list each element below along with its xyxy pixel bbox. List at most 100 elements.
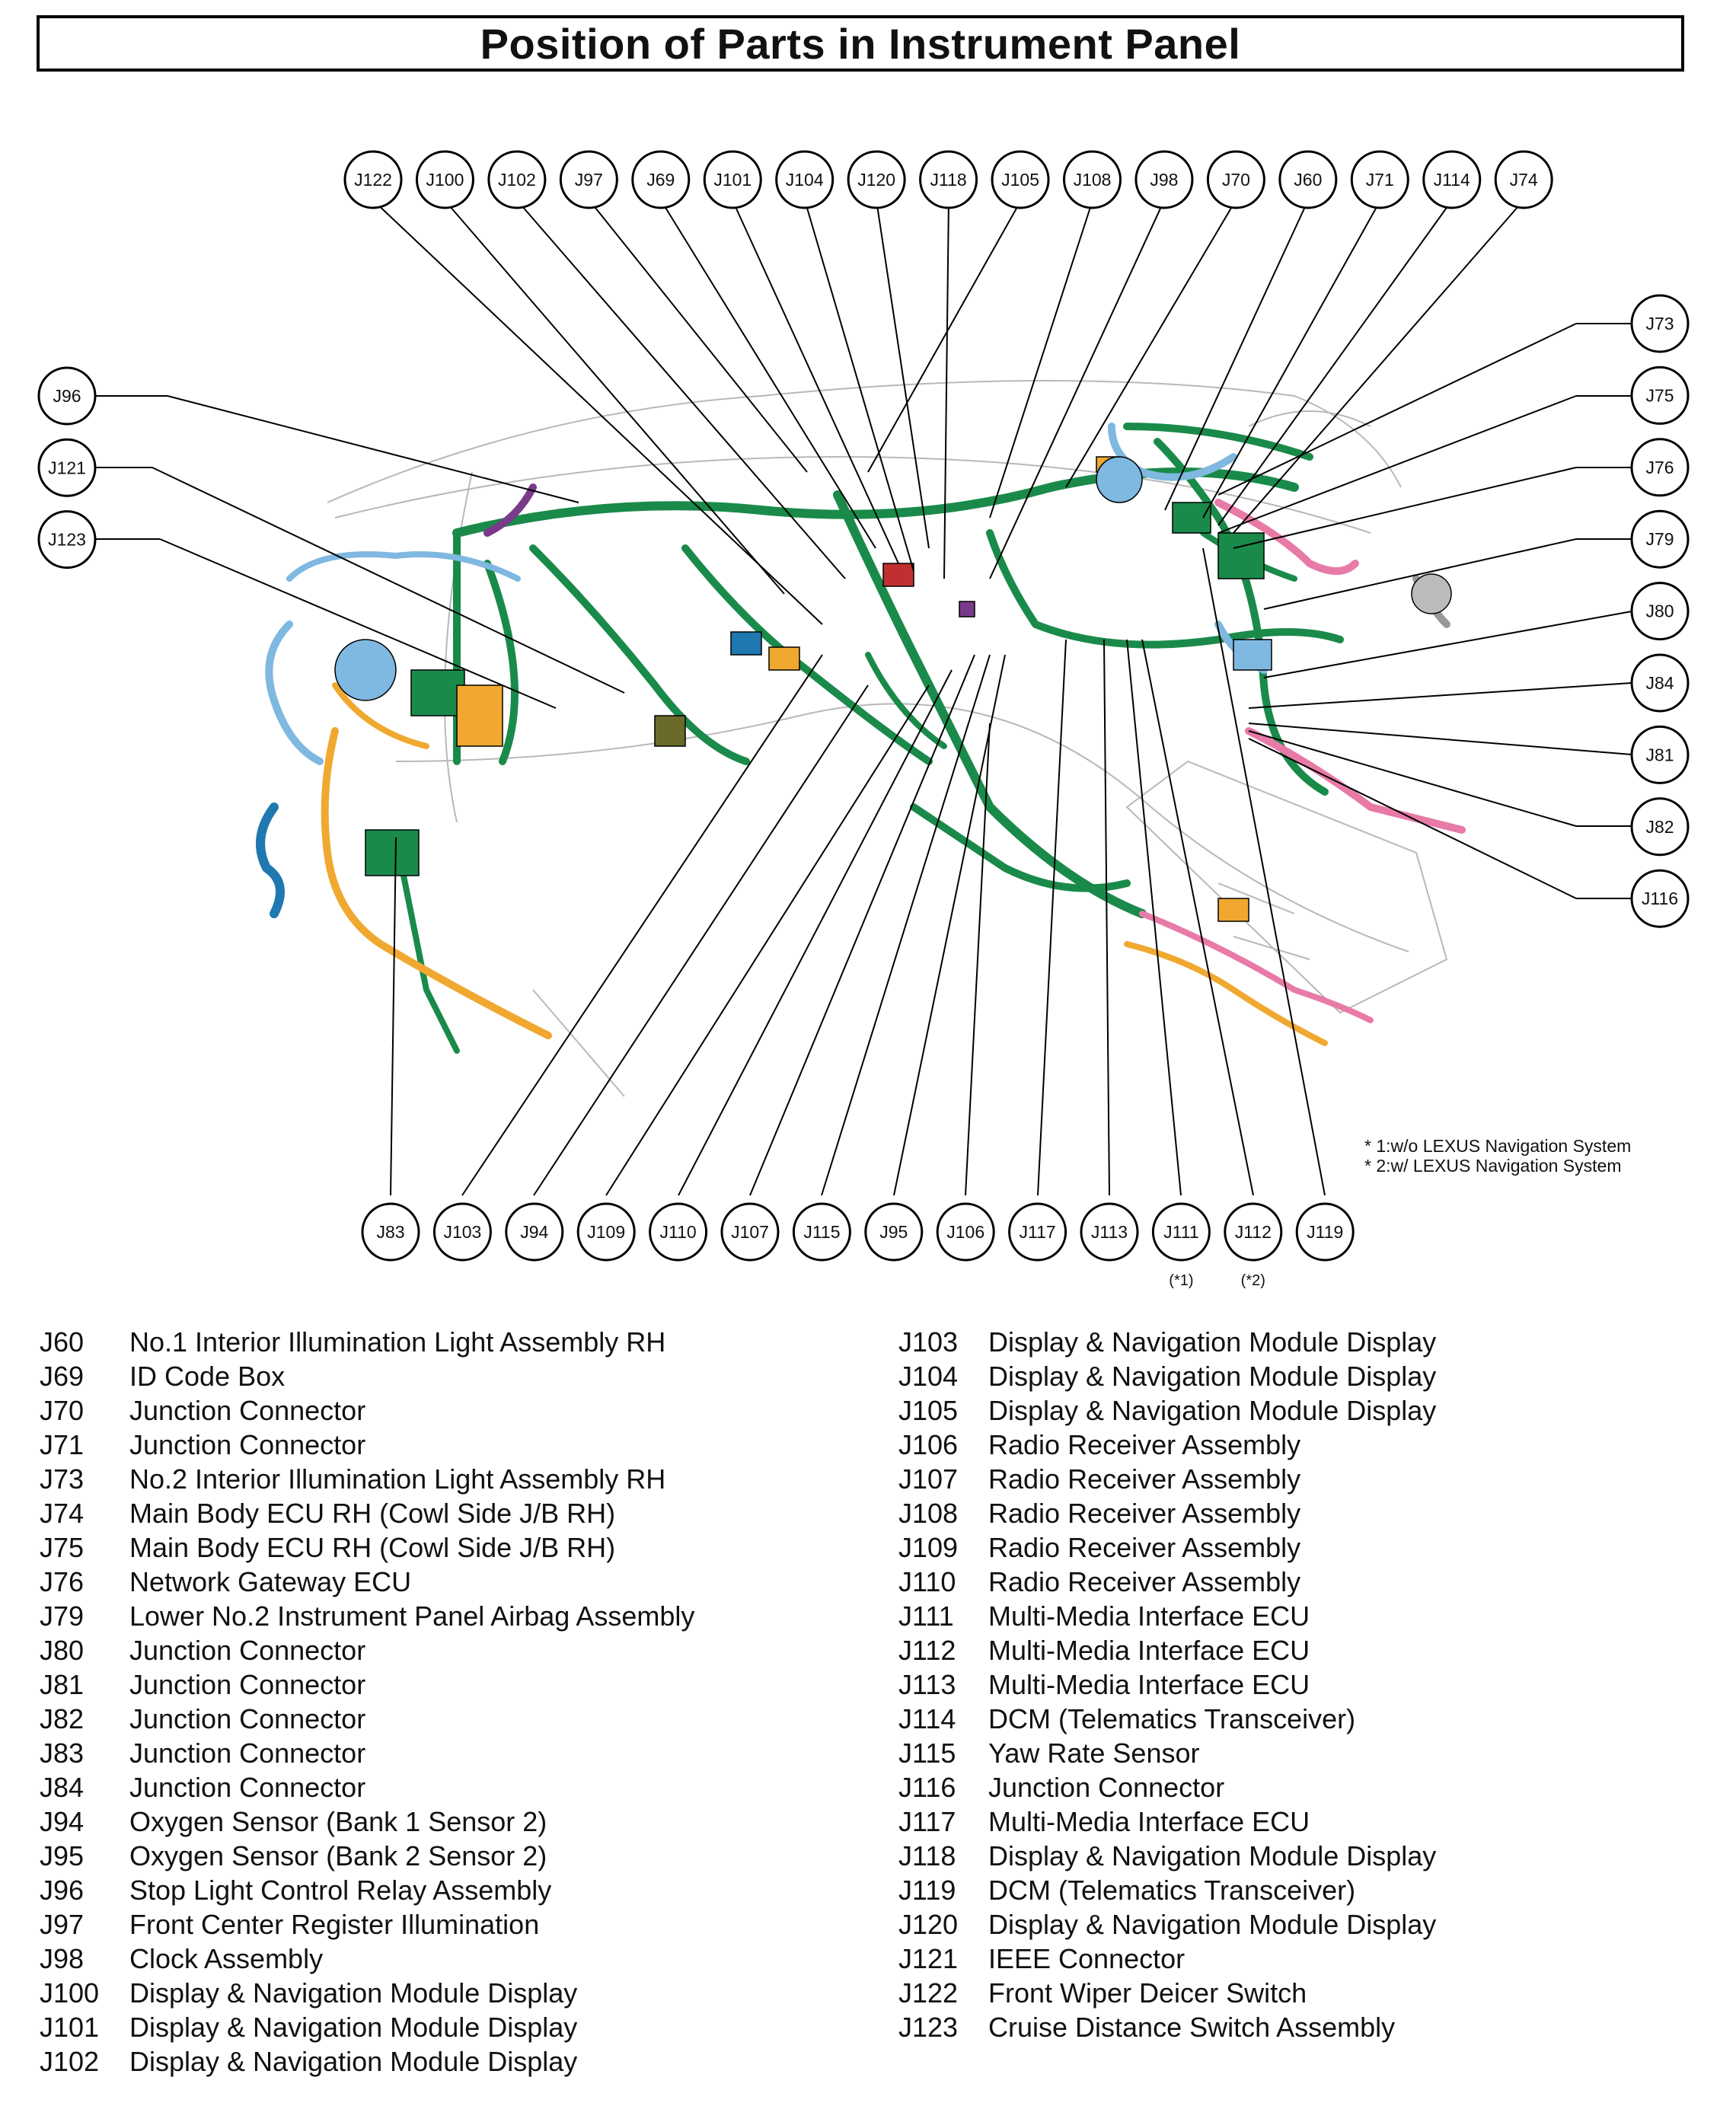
legend-name: Cruise Distance Switch Assembly bbox=[988, 2012, 1396, 2043]
legend-code: J84 bbox=[40, 1772, 85, 1803]
legend-code: J80 bbox=[40, 1635, 85, 1666]
callout-label-j79: J79 bbox=[1645, 529, 1674, 549]
callout-label-j100: J100 bbox=[426, 170, 464, 190]
legend-name: Radio Receiver Assembly bbox=[988, 1532, 1301, 1563]
legend-code: J98 bbox=[40, 1943, 85, 1974]
footnote-1: * 1:w/o LEXUS Navigation System bbox=[1364, 1136, 1632, 1156]
callout-label-j106: J106 bbox=[946, 1222, 984, 1242]
legend-code: J123 bbox=[898, 2012, 959, 2043]
callout-circle-j123 bbox=[37, 510, 97, 570]
legend-row: J95 Oxygen Sensor (Bank 2 Sensor 2) bbox=[40, 1839, 694, 1873]
legend-name: Radio Receiver Assembly bbox=[988, 1498, 1301, 1529]
callout-circle-j97 bbox=[559, 150, 618, 209]
callout-circle-j104 bbox=[775, 150, 834, 209]
legend-name: Multi-Media Interface ECU bbox=[988, 1635, 1310, 1666]
callout-label-j109: J109 bbox=[587, 1222, 625, 1242]
callout-label-j115: J115 bbox=[803, 1222, 840, 1242]
legend-code: J110 bbox=[898, 1566, 956, 1597]
callout-circle-j81 bbox=[1630, 725, 1690, 784]
callout-label-j98: J98 bbox=[1150, 170, 1178, 190]
legend-code: J79 bbox=[40, 1600, 85, 1632]
callout-sublabel-j111: (*1) bbox=[1169, 1272, 1193, 1289]
legend-name: Oxygen Sensor (Bank 2 Sensor 2) bbox=[129, 1840, 547, 1871]
callout-label-j118: J118 bbox=[930, 170, 967, 190]
legend-code: J97 bbox=[40, 1909, 85, 1940]
legend-code: J111 bbox=[898, 1600, 954, 1632]
callout-circle-j115 bbox=[792, 1202, 851, 1262]
legend-name: Radio Receiver Assembly bbox=[988, 1429, 1301, 1460]
callout-label-j81: J81 bbox=[1645, 745, 1674, 764]
callout-label-j94: J94 bbox=[520, 1222, 548, 1242]
callout-label-j103: J103 bbox=[443, 1222, 481, 1242]
legend-name: Yaw Rate Sensor bbox=[988, 1737, 1200, 1769]
callout-circle-j102 bbox=[487, 150, 547, 209]
callout-label-j95: J95 bbox=[879, 1222, 908, 1242]
callout-label-j119: J119 bbox=[1307, 1222, 1343, 1242]
legend-name: Front Center Register Illumination bbox=[129, 1909, 540, 1940]
legend-name: Junction Connector bbox=[129, 1395, 366, 1426]
page-title: Position of Parts in Instrument Panel bbox=[480, 19, 1241, 68]
legend-code: J103 bbox=[898, 1326, 959, 1358]
legend-row: J123 Cruise Distance Switch Assembly bbox=[898, 2010, 1436, 2044]
callout-circle-j95 bbox=[864, 1202, 924, 1262]
callout-label-j69: J69 bbox=[646, 170, 675, 190]
callout-label-j116: J116 bbox=[1642, 889, 1678, 908]
title-box: Position of Parts in Instrument Panel bbox=[37, 15, 1684, 72]
callout-label-j102: J102 bbox=[498, 170, 536, 190]
callout-circle-j74 bbox=[1494, 150, 1553, 209]
callout-label-j82: J82 bbox=[1645, 817, 1674, 837]
callout-label-j120: J120 bbox=[857, 170, 895, 190]
legend-name: Multi-Media Interface ECU bbox=[988, 1600, 1310, 1632]
callout-label-j111: J111 bbox=[1163, 1222, 1198, 1242]
legend-name: Junction Connector bbox=[129, 1635, 366, 1666]
legend-code: J116 bbox=[898, 1772, 956, 1803]
callout-label-j71: J71 bbox=[1366, 170, 1394, 190]
legend-code: J121 bbox=[898, 1943, 959, 1974]
callout-circle-j83 bbox=[361, 1202, 420, 1262]
callout-label-j121: J121 bbox=[48, 458, 86, 477]
callout-circle-j76 bbox=[1630, 438, 1690, 497]
callout-circle-j122 bbox=[343, 150, 403, 209]
legend-name: No.1 Interior Illumination Light Assembl… bbox=[129, 1326, 666, 1358]
callout-circle-j84 bbox=[1630, 653, 1690, 713]
callout-circle-j82 bbox=[1630, 797, 1690, 857]
legend-code: J96 bbox=[40, 1875, 85, 1906]
callout-circle-j73 bbox=[1630, 294, 1690, 353]
legend-name: Oxygen Sensor (Bank 1 Sensor 2) bbox=[129, 1806, 547, 1837]
legend-code: J94 bbox=[40, 1806, 85, 1837]
callout-circle-j80 bbox=[1630, 582, 1690, 641]
legend-name: Display & Navigation Module Display bbox=[988, 1395, 1437, 1426]
legend-code: J75 bbox=[40, 1532, 85, 1563]
legend-row: J106 Radio Receiver Assembly bbox=[898, 1428, 1436, 1462]
leader-lines bbox=[88, 199, 1632, 1196]
callout-circle-j106 bbox=[936, 1202, 995, 1262]
legend-code: J106 bbox=[898, 1429, 959, 1460]
legend-code: J95 bbox=[40, 1840, 85, 1871]
legend-name: Radio Receiver Assembly bbox=[988, 1566, 1301, 1597]
legend-row: J94 Oxygen Sensor (Bank 1 Sensor 2) bbox=[40, 1804, 694, 1839]
legend-code: J113 bbox=[898, 1669, 956, 1700]
callout-circle-j71 bbox=[1350, 150, 1409, 209]
